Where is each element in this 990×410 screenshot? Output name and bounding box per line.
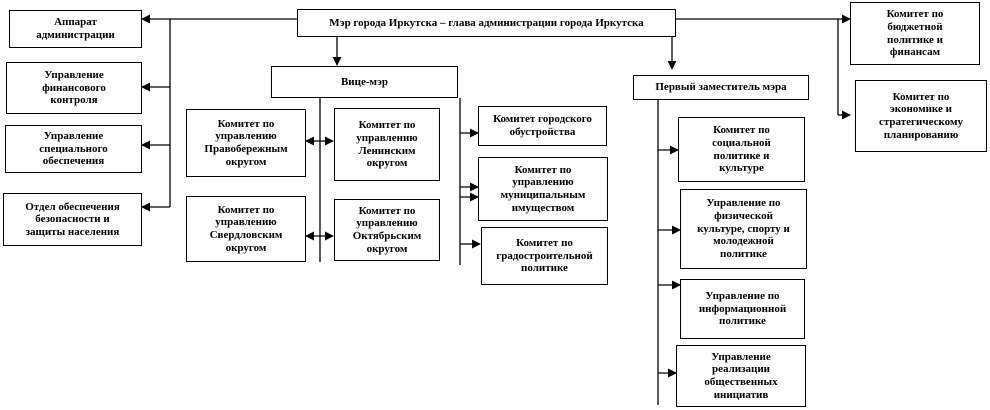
unit-financial-control: Управление финансового контроля — [6, 62, 142, 114]
mayor-box: Мэр города Иркутска – глава администраци… — [297, 9, 676, 37]
committee-leninsky: Комитет по управлению Ленинским округом — [334, 108, 440, 181]
committee-budget-finance: Комитет по бюджетной политике и финансам — [850, 2, 980, 65]
first-deputy-box: Первый заместитель мэра — [633, 75, 809, 100]
committee-urban-improvement: Комитет городского обустройства — [478, 106, 607, 146]
committee-economy-planning: Комитет по экономике и стратегическому п… — [855, 80, 987, 152]
committee-sverdlovsky: Комитет по управлению Свердловским округ… — [186, 196, 306, 262]
committee-social-policy: Комитет по социальной политике и культур… — [678, 117, 805, 182]
unit-information-policy: Управление по информационной политике — [680, 279, 805, 339]
unit-apparatus: Аппарат администрации — [9, 10, 142, 48]
committee-pravoberezhny: Комитет по управлению Правобережным окру… — [186, 109, 306, 177]
unit-safety: Отдел обеспечения безопасности и защиты … — [3, 193, 142, 246]
unit-sport-youth: Управление по физической культуре, спорт… — [680, 189, 807, 269]
committee-urban-planning: Комитет по градостроительной политике — [481, 227, 608, 285]
unit-special-support: Управление специального обеспечения — [5, 125, 142, 173]
vice-mayor-box: Вице-мэр — [271, 66, 458, 98]
committee-oktyabrsky: Комитет по управлению Октябрьским округо… — [334, 199, 440, 261]
committee-municipal-property: Комитет по управлению муниципальным имущ… — [478, 157, 608, 221]
unit-public-initiatives: Управление реализации общественных иници… — [676, 345, 806, 407]
